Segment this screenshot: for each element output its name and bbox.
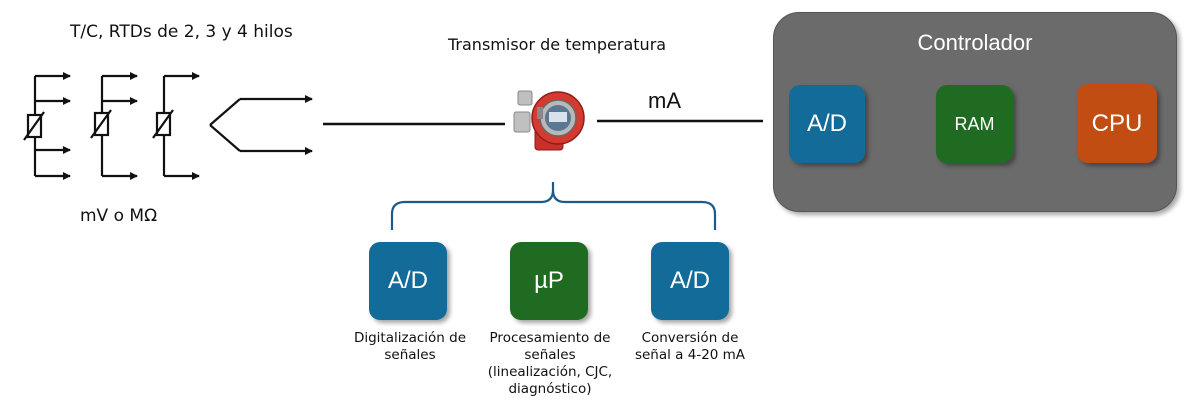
caption-line: (linealización, CJC,	[487, 364, 613, 380]
caption-line: Conversión de	[641, 330, 739, 346]
transmitter-title: Transmisor de temperatura	[448, 35, 667, 54]
transmitter-da-block: A/D	[651, 242, 729, 320]
rtd-2-wire-icon	[152, 72, 200, 180]
caption-conversion: Conversión de señal a 4-20 mA	[620, 330, 760, 364]
output-signal-label: mA	[648, 88, 681, 113]
transmitter-microprocessor-block: µP	[510, 242, 588, 320]
thermocouple-icon	[209, 95, 313, 155]
rtd-3-wire-icon	[90, 72, 138, 180]
brace-icon	[390, 182, 717, 230]
sensors-signal-label: mV o MΩ	[80, 206, 158, 226]
transmitter-ad-block: A/D	[369, 242, 447, 320]
rtd-4-wire-icon	[23, 72, 71, 180]
controller-ad-block: A/D	[789, 85, 865, 163]
caption-line: señal a 4-20 mA	[634, 347, 746, 363]
caption-line: Procesamiento de	[489, 330, 611, 346]
controller-cpu-block: CPU	[1077, 84, 1157, 163]
caption-line: diagnóstico)	[508, 381, 592, 397]
sensors-title: T/C, RTDs de 2, 3 y 4 hilos	[70, 22, 293, 42]
caption-processing: Procesamiento de señales (linealización,…	[475, 330, 625, 398]
controller-ram-block: RAM	[936, 85, 1013, 163]
temperature-transmitter-icon	[513, 90, 585, 151]
caption-line: señales	[384, 347, 436, 363]
controller-title: Controlador	[917, 30, 1033, 55]
caption-digitalization: Digitalización de señales	[340, 330, 480, 364]
caption-line: señales	[524, 347, 576, 363]
caption-line: Digitalización de	[353, 330, 467, 346]
